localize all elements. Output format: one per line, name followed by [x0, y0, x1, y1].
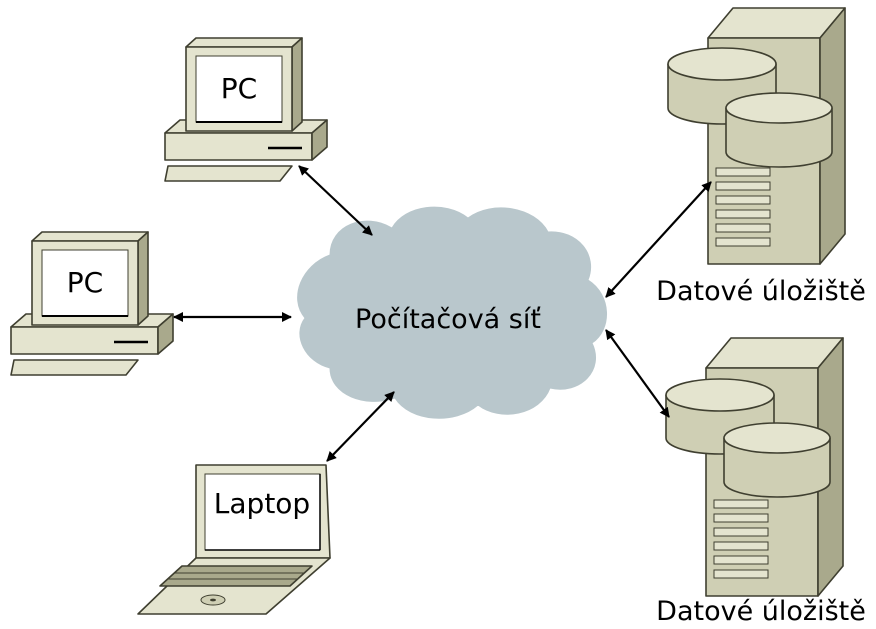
arrow-network-storage-bottom — [605, 329, 670, 418]
laptop-label: Laptop — [214, 487, 310, 520]
pc-left: PC — [10, 231, 174, 376]
pc-top-label: PC — [221, 72, 257, 105]
storage-bottom-label: Datové úložiště — [656, 596, 866, 627]
storage-top-label: Datové úložiště — [656, 276, 866, 307]
arrow-network-storage-top — [605, 181, 712, 298]
storage-bottom: Datové úložiště — [656, 337, 866, 627]
connections — [173, 165, 712, 462]
network-label: Počítačová síť — [355, 304, 541, 335]
pc-left-label: PC — [67, 266, 103, 299]
network-cloud: Počítačová síť — [297, 206, 607, 419]
cloud-shape — [297, 206, 607, 419]
storage-top: Datové úložiště — [656, 7, 866, 307]
arrow-pc-top-network — [298, 165, 373, 236]
arrow-laptop-network — [326, 391, 395, 462]
pc-top: PC — [164, 37, 328, 182]
laptop: Laptop — [137, 464, 331, 615]
